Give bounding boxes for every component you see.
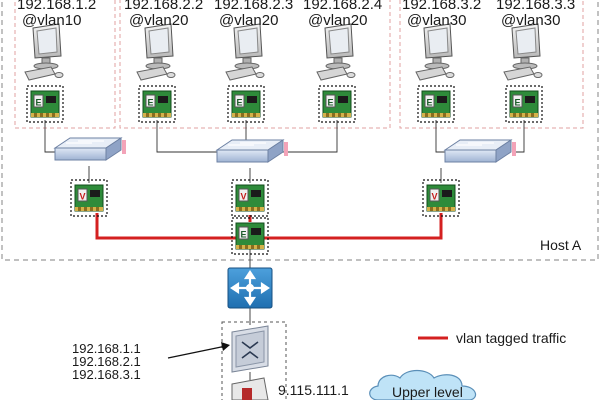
svg-text:E: E: [514, 98, 520, 108]
svg-text:E: E: [426, 98, 432, 108]
l3-switch-icon: [227, 267, 273, 309]
router-ip-2: 192.168.2.1: [72, 354, 141, 369]
nic-6-icon: E: [505, 85, 543, 123]
pc3-ip: 192.168.2.3: [214, 0, 294, 13]
svg-text:E: E: [236, 98, 242, 108]
nic-layer: E E E E E E V V V E: [26, 85, 543, 255]
nic-4-icon: E: [318, 85, 356, 123]
cloud-label: Upper level: [392, 384, 463, 400]
cloud-icon: [369, 369, 477, 401]
svg-text:E: E: [147, 98, 153, 108]
svg-text:V: V: [240, 192, 246, 202]
host-a-label: Host A: [540, 237, 582, 253]
vnic-vlan20-icon: V: [231, 179, 269, 217]
ip-pointer-arrow: [167, 342, 230, 359]
vswitch-vlan10-icon: [53, 137, 126, 161]
vnic-vlan30-icon: V: [422, 179, 460, 217]
router-icon: [231, 325, 269, 373]
vlan20-group-box: [119, 0, 391, 129]
pc5-ip: 192.168.3.2: [402, 0, 482, 13]
pc-5-icon: [415, 23, 455, 81]
tagged-links: [95, 213, 443, 240]
svg-text:V: V: [79, 192, 85, 202]
nic-3-icon: E: [227, 85, 265, 123]
pc-2-icon: [136, 23, 176, 81]
nic-1-icon: E: [26, 85, 64, 123]
svg-text:V: V: [431, 192, 437, 202]
pc-1-icon: [24, 23, 64, 81]
firewall-icon: [231, 377, 269, 401]
pc2-vlan: @vlan20: [129, 12, 189, 29]
pc-4-icon: [316, 23, 356, 81]
pc4-ip: 192.168.2.4: [303, 0, 383, 13]
gateway-group-box: [221, 321, 287, 405]
nic-2-icon: E: [138, 85, 176, 123]
vlan10-group-box: [14, 0, 116, 129]
pc3-vlan: @vlan20: [219, 12, 279, 29]
pc-layer: [24, 23, 543, 81]
pc6-vlan: @vlan30: [501, 12, 561, 29]
vswitch-vlan30-icon: [443, 139, 516, 163]
pc6-ip: 192.168.3.3: [496, 0, 576, 13]
pc1-vlan: @vlan10: [22, 12, 82, 29]
pc5-vlan: @vlan30: [407, 12, 467, 29]
pc4-vlan: @vlan20: [308, 12, 368, 29]
host-nic-icon: E: [231, 217, 269, 255]
vnic-vlan10-icon: V: [70, 179, 108, 217]
nic-5-icon: E: [417, 85, 455, 123]
host-a-boundary: [1, 0, 599, 261]
wan-ip: 9.115.111.1: [278, 382, 349, 398]
svg-text:E: E: [240, 230, 246, 240]
switch-layer: [53, 137, 516, 163]
pc-6-icon: [503, 23, 543, 81]
pc2-ip: 192.168.2.2: [124, 0, 204, 13]
router-ip-3: 192.168.3.1: [72, 367, 141, 382]
svg-text:E: E: [35, 98, 41, 108]
svg-text:E: E: [327, 98, 333, 108]
vlan30-group-box: [399, 0, 584, 129]
vswitch-vlan20-icon: [215, 139, 288, 163]
legend-label: vlan tagged traffic: [456, 330, 567, 346]
router-ip-1: 192.168.1.1: [72, 341, 141, 356]
pc-3-icon: [225, 23, 265, 81]
pc1-ip: 192.168.1.2: [17, 0, 97, 13]
